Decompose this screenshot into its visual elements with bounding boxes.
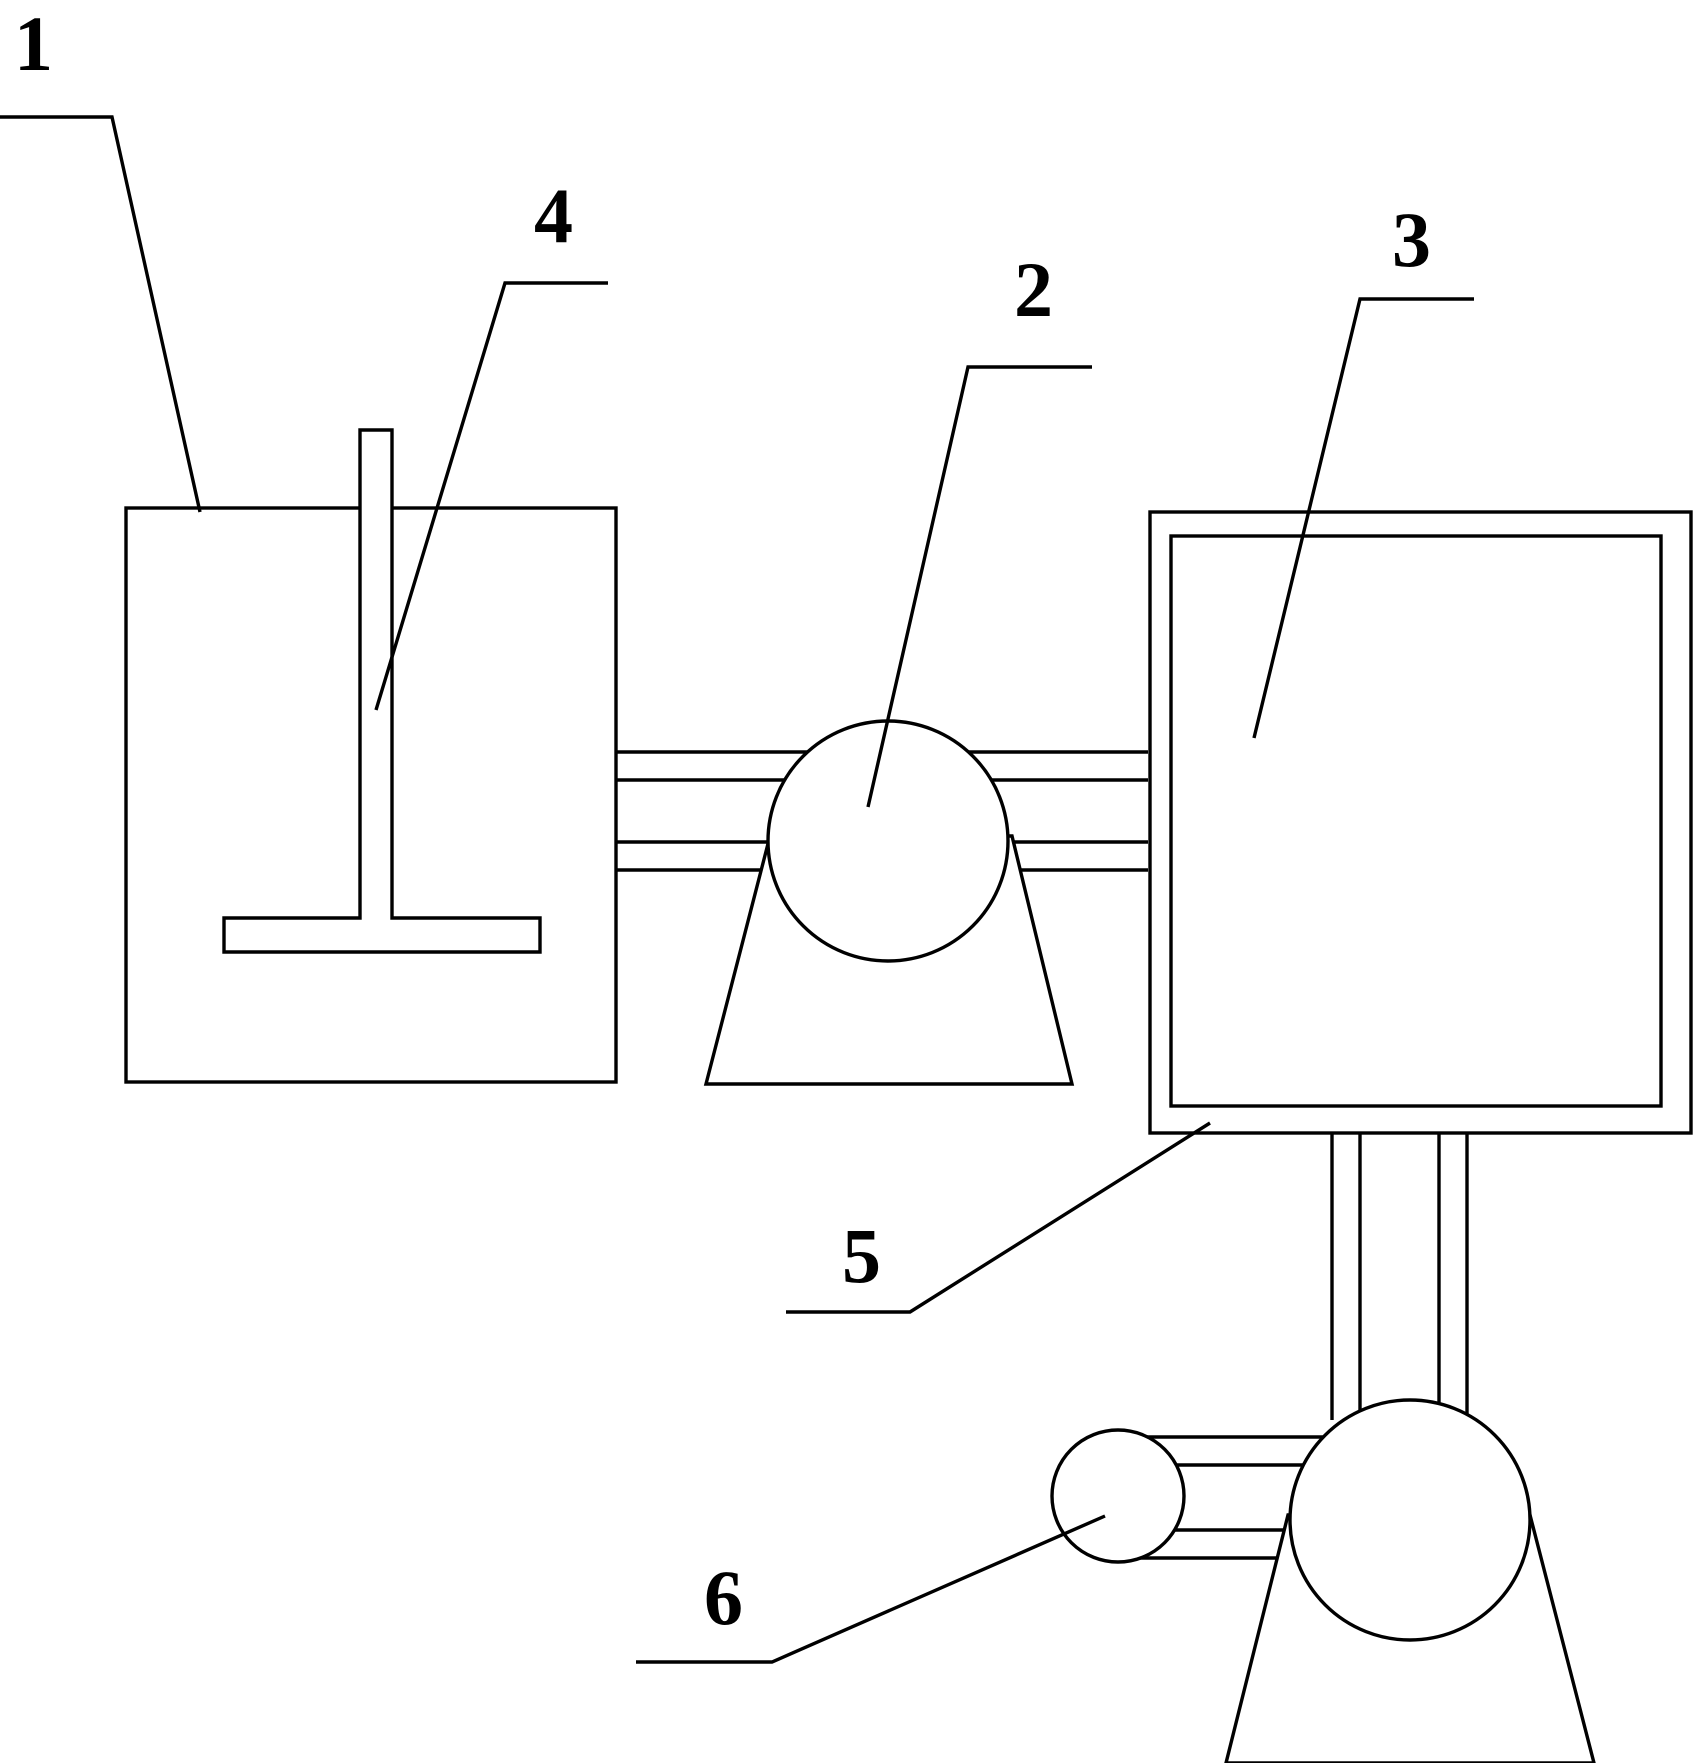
leader-line-1: [0, 115, 202, 513]
leader-line-2: [866, 365, 1092, 808]
dryer-3: [1169, 534, 1663, 1108]
leader-line-5: [786, 1121, 1211, 1314]
leader-line-4: [374, 281, 608, 711]
label-1: 1: [14, 0, 53, 87]
label-4: 4: [534, 172, 573, 259]
unit-6: [1050, 1428, 1186, 1564]
label-3: 3: [1392, 196, 1431, 283]
label-6: 6: [704, 1554, 743, 1641]
vertical-pipes: [1330, 1133, 1469, 1420]
leader-lines: [0, 115, 1474, 1664]
pump-2: [703, 719, 1075, 1086]
leader-line-3: [1252, 297, 1474, 739]
label-2: 2: [1014, 246, 1053, 333]
label-5: 5: [842, 1212, 881, 1299]
leader-line-6: [636, 1514, 1106, 1664]
lower-pump: [1224, 1398, 1596, 1763]
